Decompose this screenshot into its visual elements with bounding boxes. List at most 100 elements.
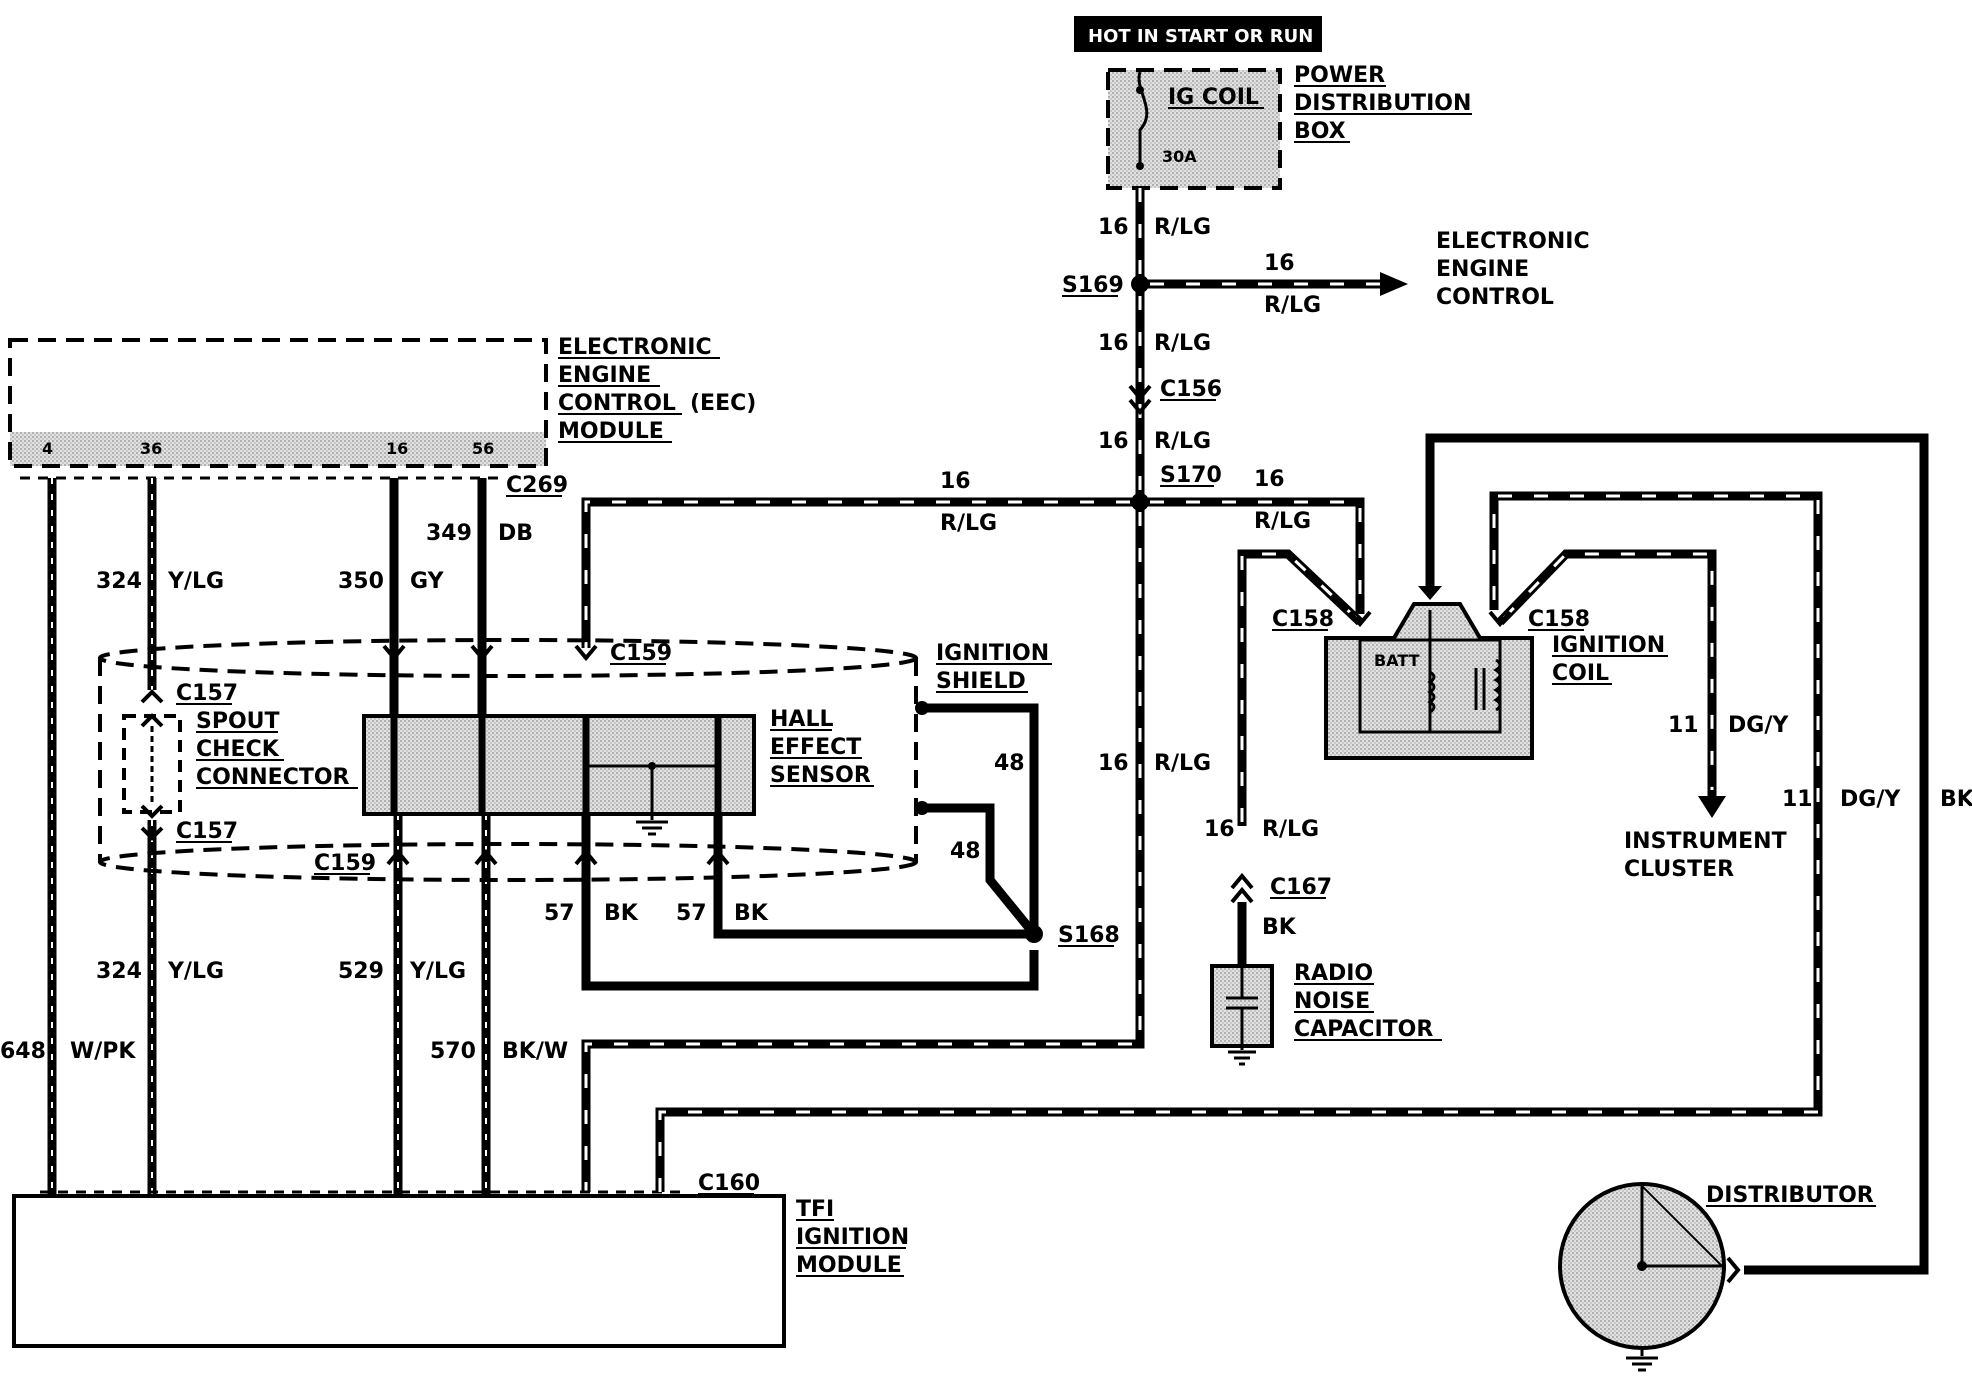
wire-color: DG/Y [1840,787,1901,812]
spout-label-2: CHECK [196,737,280,762]
cap-label-1: RADIO [1294,961,1373,986]
wire-color: BK [1262,915,1297,940]
s169-label: S169 [1062,273,1124,298]
wire-color: R/LG [1154,429,1211,454]
wire-color: Y/LG [167,569,224,594]
eec-label-3: CONTROL [558,391,676,416]
hot-in-start-label: HOT IN START OR RUN [1088,26,1313,47]
pdb-label-3: BOX [1294,119,1346,144]
c159-bot-label: C159 [314,851,376,876]
distributor-label: DISTRIBUTOR [1706,1183,1874,1208]
wire-gauge: 16 [1264,251,1295,276]
spout-check-connector [122,689,182,841]
power-distribution-box: IG COIL 30A [1106,68,1282,190]
eec-top-label-2: ENGINE [1436,257,1529,282]
cluster-label-2: CLUSTER [1624,857,1734,882]
eec-pin: 4 [42,439,53,458]
c167-label: C167 [1270,875,1332,900]
pdb-label-2: DISTRIBUTION [1294,91,1471,116]
c167-connector [1230,872,1254,904]
fuse-rating: 30A [1162,147,1197,166]
s170-splice [1131,493,1149,511]
wire-color: DB [498,521,533,546]
distributor [1558,1182,1741,1372]
c269-label: C269 [506,473,568,498]
eec-top-label-1: ELECTRONIC [1436,229,1590,254]
pdb-label-1: POWER [1294,63,1385,88]
wire-gauge: 16 [1098,751,1129,776]
coil-label-1: IGNITION [1552,633,1665,658]
eec-label-3b: (EEC) [690,391,756,416]
wire-gauge: 16 [1254,467,1285,492]
spout-label-3: CONNECTOR [196,765,350,790]
hall-effect-sensor [362,714,756,836]
hall-label-3: SENSOR [770,763,871,788]
wire-bk-dist [1425,433,1929,1275]
c156-label: C156 [1160,377,1222,402]
fuse-label: IG COIL [1168,85,1259,110]
tfi-label-1: TFI [796,1197,834,1222]
eec-pin: 36 [140,439,162,458]
hall-label-1: HALL [770,707,833,732]
cap-label-2: NOISE [1294,989,1370,1014]
c159-top-label: C159 [610,641,672,666]
wire-gauge: 57 [544,901,575,926]
eec-pin: 16 [386,439,408,458]
c159-bot-connector [386,848,730,866]
hall-label-2: EFFECT [770,735,861,760]
wire-color: W/PK [70,1039,136,1064]
wire-48-a [922,703,1039,934]
tfi-label-3: MODULE [796,1253,902,1278]
wire-color: BK [604,901,639,926]
wire-color: R/LG [1154,215,1211,240]
eec-module: 4 36 16 56 [8,338,548,468]
c158-right-label: C158 [1528,607,1590,632]
wire-gauge: 16 [1098,429,1129,454]
wire-gauge: 648 [0,1039,46,1064]
wire-color: BK [734,901,769,926]
s168-splice [1025,925,1043,943]
wire-gauge: 11 [1782,787,1813,812]
c158-left-label: C158 [1272,607,1334,632]
c156-connector [1128,384,1152,402]
wire-gauge: 16 [1098,215,1129,240]
wire-color: GY [410,569,445,594]
ignition-coil: BATT [1324,602,1534,760]
eec-label-2: ENGINE [558,363,651,388]
wire-color: DG/Y [1728,713,1789,738]
wire-gauge: 11 [1668,713,1699,738]
wire-57-bk-a [581,814,1039,991]
wire-gauge: 324 [96,569,142,594]
cluster-label-1: INSTRUMENT [1624,829,1787,854]
wire-gauge: 48 [994,751,1025,776]
wire-color: R/LG [1154,751,1211,776]
wire-color: Y/LG [167,959,224,984]
wire-gauge: 16 [1204,817,1235,842]
eec-pin: 56 [472,439,494,458]
wire-color: R/LG [1254,509,1311,534]
eec-label-1: ELECTRONIC [558,335,712,360]
s169-splice [1131,275,1149,293]
wire-gauge: 16 [940,469,971,494]
wire-gauge: 57 [676,901,707,926]
c157-top-label: C157 [176,681,238,706]
tfi-label-2: IGNITION [796,1225,909,1250]
shield-label-2: SHIELD [936,669,1026,694]
eec-top-label-3: CONTROL [1436,285,1554,310]
wire-color: R/LG [1262,817,1319,842]
wire-color: R/LG [940,511,997,536]
spout-label-1: SPOUT [196,709,280,734]
wire-trunk-rlg [581,188,1145,1192]
wire-color: BK/W [502,1039,568,1064]
wire-color: R/LG [1154,331,1211,356]
wire-s169-branch [1140,272,1408,296]
wire-color: Y/LG [409,959,466,984]
radio-noise-capacitor [1210,964,1274,1066]
s168-label: S168 [1058,923,1120,948]
wire-gauge: 48 [950,839,981,864]
wire-s170-right [1140,497,1365,614]
wire-gauge: 529 [338,959,384,984]
coil-batt-label: BATT [1374,651,1420,670]
wire-gauge: 350 [338,569,384,594]
